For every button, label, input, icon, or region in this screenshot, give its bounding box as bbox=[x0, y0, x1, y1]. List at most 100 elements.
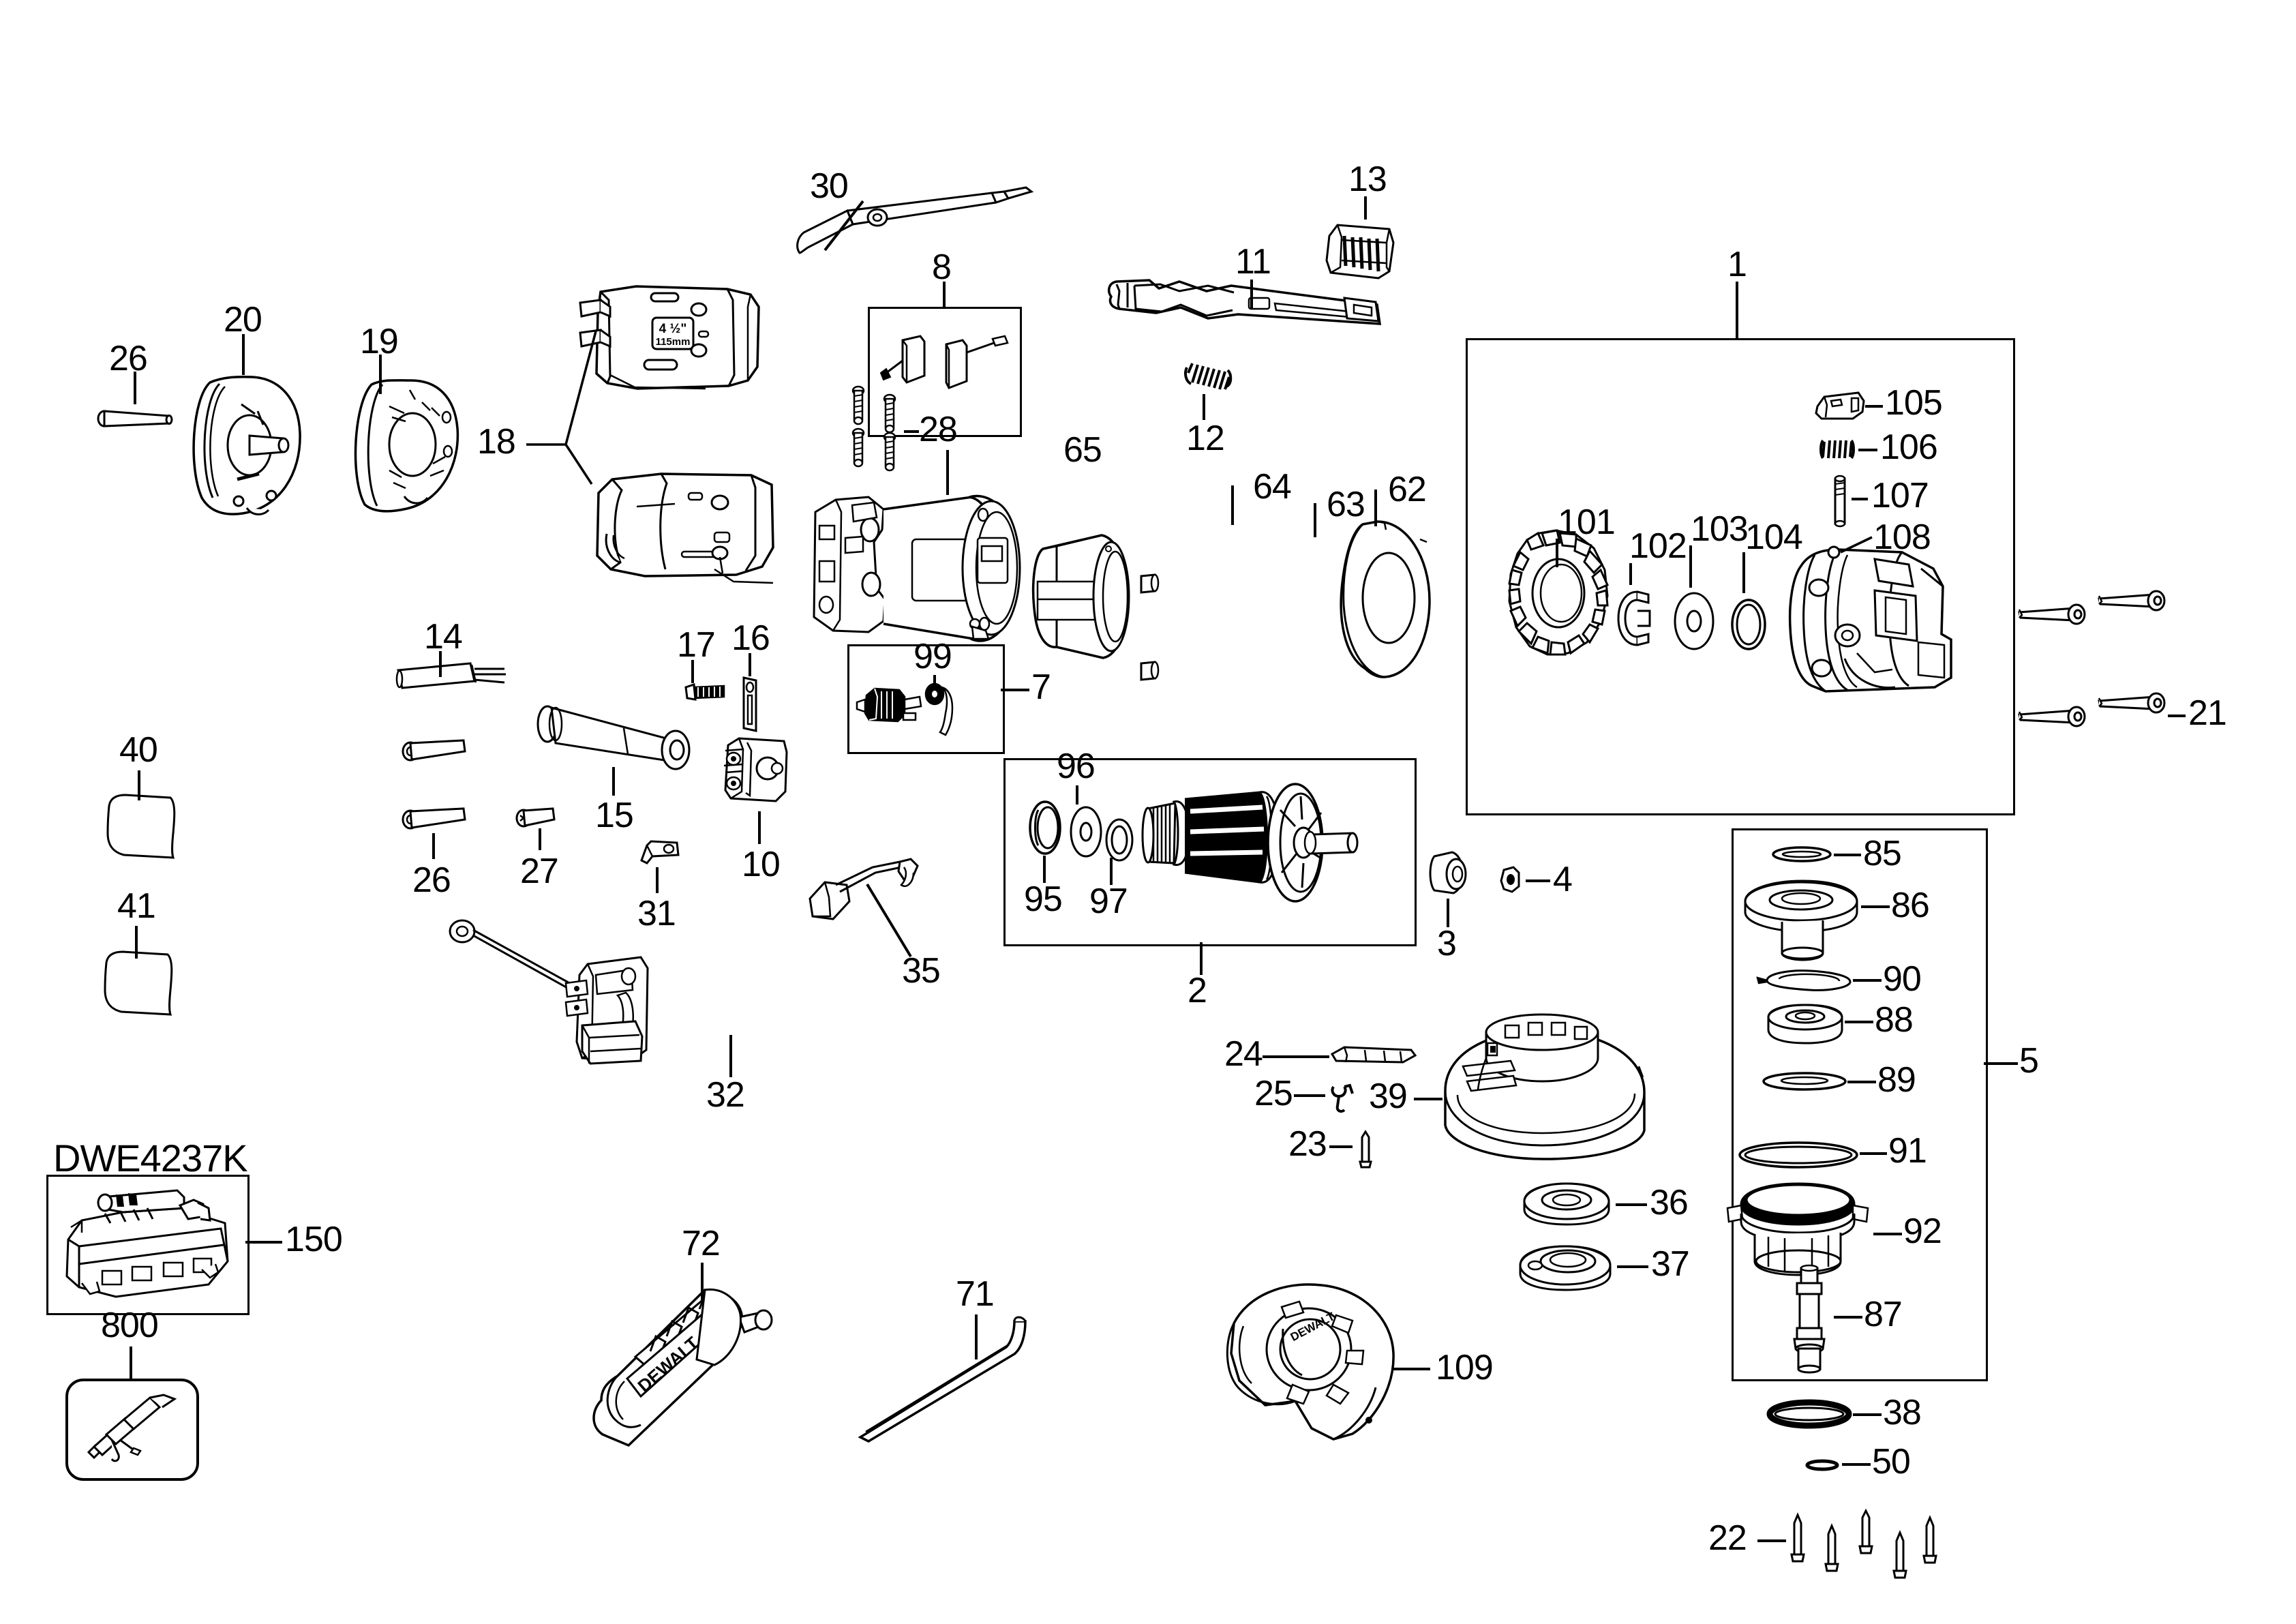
leader-25 bbox=[1294, 1094, 1325, 1097]
part-2-armature bbox=[1140, 777, 1385, 934]
part-36-inner-flange bbox=[1519, 1179, 1614, 1227]
leader-26b bbox=[432, 833, 435, 859]
part-23-pin bbox=[1355, 1130, 1376, 1171]
leader-71 bbox=[975, 1314, 978, 1359]
kit-model-label: DWE4237K bbox=[53, 1137, 248, 1179]
part-21-screw-4 bbox=[2096, 689, 2171, 719]
part-30-power-cord bbox=[794, 186, 1067, 262]
part-18-housing-upper: 4 ½" 115mm bbox=[569, 280, 774, 395]
leader-104 bbox=[1742, 552, 1745, 593]
part-62-rear-cover bbox=[1338, 515, 1440, 685]
leader-36 bbox=[1616, 1203, 1647, 1206]
leader-72 bbox=[701, 1263, 704, 1304]
callout-102: 102 bbox=[1629, 526, 1687, 566]
part-89-washer bbox=[1760, 1070, 1849, 1092]
part-41-label-pad bbox=[100, 948, 180, 1017]
leader-63 bbox=[1314, 503, 1316, 537]
part-95-bearing bbox=[1025, 798, 1066, 858]
leader-14 bbox=[439, 651, 442, 677]
part-26a-screw bbox=[95, 402, 177, 435]
part-26b-screw bbox=[401, 736, 476, 766]
leader-8 bbox=[943, 282, 946, 309]
part-72-grip-handle: DEWALT bbox=[584, 1279, 802, 1449]
callout-10: 10 bbox=[742, 845, 781, 884]
callout-91: 91 bbox=[1888, 1131, 1927, 1171]
callout-88: 88 bbox=[1875, 1000, 1914, 1040]
leader-86 bbox=[1861, 905, 1890, 908]
leader-17 bbox=[691, 660, 694, 683]
leader-39 bbox=[1414, 1098, 1442, 1100]
callout-96: 96 bbox=[1057, 747, 1096, 786]
leader-11 bbox=[1250, 280, 1253, 310]
callout-38: 38 bbox=[1883, 1393, 1922, 1432]
callout-26a: 26 bbox=[109, 339, 148, 378]
leader-99 bbox=[933, 675, 936, 690]
leader-150 bbox=[245, 1241, 282, 1244]
leader-50 bbox=[1842, 1463, 1871, 1466]
callout-95: 95 bbox=[1024, 879, 1063, 919]
part-21-screw-1 bbox=[2016, 600, 2091, 630]
leader-65 bbox=[946, 450, 949, 495]
leader-108-line bbox=[1840, 536, 1876, 555]
part-102-retaining-clip bbox=[1617, 588, 1659, 649]
leader-27 bbox=[539, 828, 541, 850]
part-24-slide-latch bbox=[1329, 1043, 1418, 1068]
leader-28 bbox=[904, 430, 919, 433]
leader-31 bbox=[656, 867, 659, 893]
callout-87: 87 bbox=[1864, 1295, 1903, 1334]
part-28-screws bbox=[847, 385, 936, 474]
leader-96 bbox=[1076, 785, 1078, 805]
callout-23: 23 bbox=[1288, 1124, 1327, 1164]
leader-105 bbox=[1865, 405, 1883, 408]
part-21-screw-3 bbox=[2016, 702, 2091, 732]
leader-102 bbox=[1629, 563, 1632, 585]
callout-26b: 26 bbox=[412, 860, 451, 900]
callout-150: 150 bbox=[285, 1220, 343, 1259]
part-71-hex-wrench bbox=[854, 1314, 1051, 1444]
part-14-cord-lead bbox=[395, 658, 518, 706]
part-21-screw-2 bbox=[2096, 586, 2171, 616]
callout-92: 92 bbox=[1903, 1212, 1942, 1251]
leader-3 bbox=[1447, 899, 1449, 927]
callout-85: 85 bbox=[1863, 834, 1902, 873]
callout-72: 72 bbox=[682, 1224, 721, 1263]
part-8-carbon-brushes bbox=[878, 324, 1014, 412]
callout-1: 1 bbox=[1727, 245, 1747, 284]
callout-89: 89 bbox=[1877, 1060, 1916, 1100]
callout-24: 24 bbox=[1224, 1034, 1263, 1074]
leader-19 bbox=[379, 355, 382, 394]
leader-30-line bbox=[824, 200, 879, 252]
leader-35-line bbox=[866, 883, 920, 965]
callout-63: 63 bbox=[1327, 485, 1365, 524]
callout-36: 36 bbox=[1650, 1183, 1689, 1222]
leader-101 bbox=[1556, 539, 1558, 567]
part-7-switch-body bbox=[854, 682, 929, 730]
callout-40: 40 bbox=[119, 730, 158, 770]
leader-12 bbox=[1203, 394, 1205, 420]
callout-7: 7 bbox=[1031, 667, 1051, 707]
callout-25: 25 bbox=[1254, 1074, 1293, 1113]
part-16-contact-strip bbox=[737, 675, 764, 736]
part-3-bearing-cap bbox=[1423, 845, 1475, 900]
leader-5 bbox=[1984, 1062, 2018, 1065]
part-91-o-ring bbox=[1737, 1140, 1860, 1170]
callout-16: 16 bbox=[731, 618, 770, 658]
part-22-screws bbox=[1786, 1508, 1943, 1595]
callout-17: 17 bbox=[677, 625, 716, 665]
callout-3: 3 bbox=[1437, 924, 1457, 963]
callout-104: 104 bbox=[1745, 517, 1803, 557]
callout-65: 65 bbox=[1063, 430, 1102, 470]
part-92-spindle-housing bbox=[1723, 1171, 1873, 1280]
part-50-shim bbox=[1805, 1459, 1839, 1471]
callout-19: 19 bbox=[360, 322, 399, 361]
part-27-screw bbox=[515, 806, 564, 829]
callout-18: 18 bbox=[477, 422, 516, 462]
part-25-spring-clip bbox=[1328, 1083, 1358, 1115]
callout-39: 39 bbox=[1369, 1077, 1408, 1116]
leader-103 bbox=[1689, 545, 1692, 588]
callout-800: 800 bbox=[101, 1306, 159, 1345]
callout-109: 109 bbox=[1436, 1348, 1494, 1387]
part-31-clamp-bracket bbox=[637, 832, 685, 866]
callout-107: 107 bbox=[1871, 476, 1929, 515]
